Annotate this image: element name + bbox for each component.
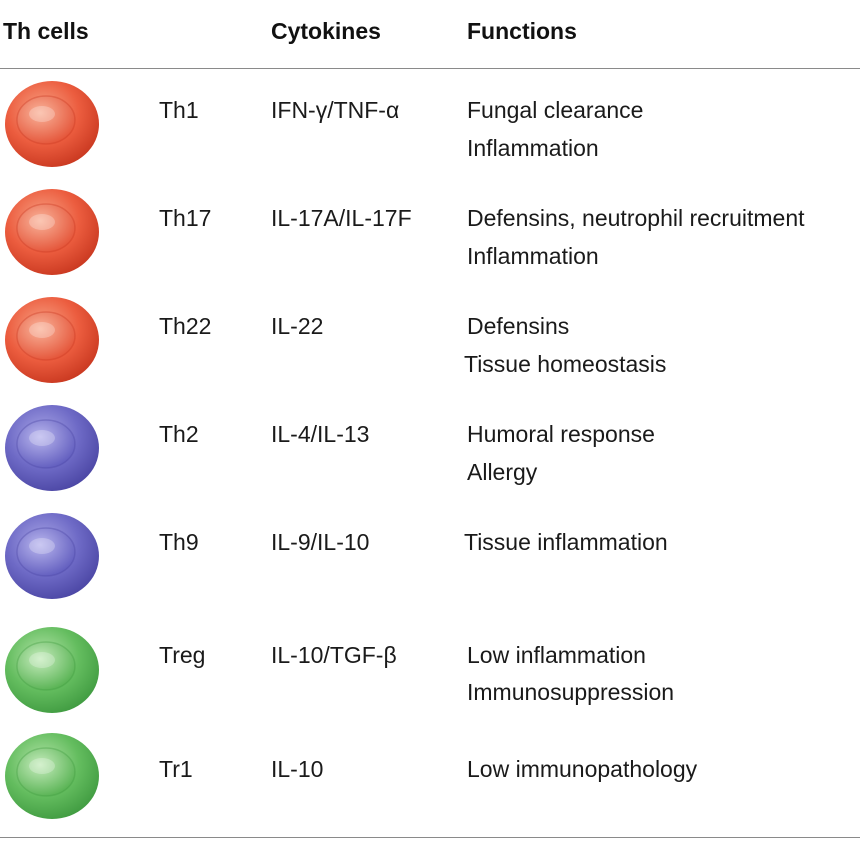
function-line: Fungal clearance bbox=[467, 97, 644, 123]
th-cells-header: Th cells bbox=[3, 18, 89, 44]
cell-name: Th9 bbox=[159, 529, 199, 555]
cell-name: Treg bbox=[159, 642, 206, 668]
function-line: Defensins, neutrophil recruitment bbox=[467, 205, 805, 231]
table-row: Tr1 IL-10 Low immunopathology bbox=[0, 722, 860, 830]
table-row: Th2 IL-4/IL-13 Humoral response Allergy bbox=[0, 394, 860, 502]
table-row: Th17 IL-17A/IL-17F Defensins, neutrophil… bbox=[0, 178, 860, 286]
table-header: Th cells Cytokines Functions bbox=[0, 18, 860, 48]
function-line: Tissue inflammation bbox=[464, 529, 668, 555]
bottom-rule bbox=[0, 837, 860, 838]
th-cell-purple-icon bbox=[2, 510, 102, 602]
function-line: Defensins bbox=[467, 313, 570, 339]
th-cell-green-icon bbox=[2, 730, 102, 822]
cytokines-header: Cytokines bbox=[271, 18, 381, 44]
cytokine-text: IL-4/IL-13 bbox=[271, 421, 370, 447]
function-line: Inflammation bbox=[467, 135, 599, 161]
function-line: Low inflammation bbox=[467, 642, 646, 668]
th-cell-red-icon bbox=[2, 186, 102, 278]
cell-name: Th22 bbox=[159, 313, 212, 339]
cell-name: Th17 bbox=[159, 205, 212, 231]
top-rule bbox=[0, 68, 860, 69]
cytokine-text: IL-17A/IL-17F bbox=[271, 205, 412, 231]
cytokine-text: IL-10 bbox=[271, 756, 324, 782]
functions-header: Functions bbox=[467, 18, 577, 44]
th-cell-purple-icon bbox=[2, 402, 102, 494]
table-row: Th1 IFN-γ/TNF-α Fungal clearance Inflamm… bbox=[0, 70, 860, 178]
cytokine-text: IL-9/IL-10 bbox=[271, 529, 370, 555]
cell-name: Tr1 bbox=[159, 756, 193, 782]
function-line: Humoral response bbox=[467, 421, 655, 447]
table-row: Th9 IL-9/IL-10 Tissue inflammation bbox=[0, 502, 860, 610]
th-cell-red-icon bbox=[2, 294, 102, 386]
function-line: Allergy bbox=[467, 459, 538, 485]
th-cell-red-icon bbox=[2, 78, 102, 170]
th-cell-green-icon bbox=[2, 624, 102, 716]
cytokine-text: IFN-γ/TNF-α bbox=[271, 97, 400, 123]
cell-name: Th2 bbox=[159, 421, 199, 447]
cytokine-text: IL-10/TGF-β bbox=[271, 642, 397, 668]
cell-name: Th1 bbox=[159, 97, 199, 123]
function-line: Tissue homeostasis bbox=[464, 351, 667, 377]
function-line: Low immunopathology bbox=[467, 756, 698, 782]
function-line: Inflammation bbox=[467, 243, 599, 269]
function-line: Immunosuppression bbox=[467, 679, 675, 705]
table-row: Treg IL-10/TGF-β Low inflammation Immuno… bbox=[0, 610, 860, 718]
table-row: Th22 IL-22 Defensins Tissue homeostasis bbox=[0, 286, 860, 394]
cytokine-text: IL-22 bbox=[271, 313, 324, 339]
